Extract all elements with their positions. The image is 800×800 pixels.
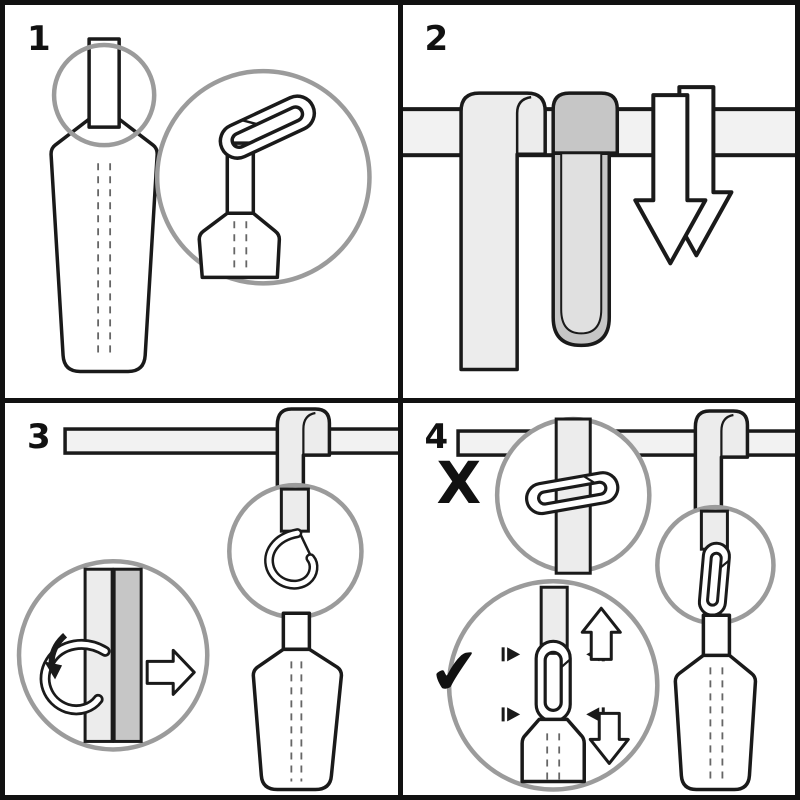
strap-body bbox=[49, 37, 159, 374]
stitch-lines bbox=[97, 163, 112, 356]
magnified-stitch-lines bbox=[233, 221, 248, 274]
panel-step-3: 3 bbox=[5, 402, 398, 795]
step-number: 2 bbox=[424, 19, 449, 59]
panel-step-4: 4 X ✔ bbox=[402, 402, 795, 795]
strap-fold-line bbox=[515, 95, 531, 155]
step-number: 4 bbox=[424, 416, 449, 457]
step-3-illustration bbox=[16, 406, 398, 791]
curtain-rod bbox=[63, 426, 398, 455]
snap-hook-sideways-icon bbox=[524, 470, 619, 515]
strap-body bbox=[673, 613, 757, 791]
step-number: 3 bbox=[27, 416, 51, 457]
step-number: 1 bbox=[27, 19, 51, 59]
magnified-strap bbox=[279, 487, 310, 533]
through-arrow-icon bbox=[145, 648, 196, 696]
strap-loop-inner bbox=[559, 152, 602, 335]
strap-fold-line bbox=[302, 411, 316, 455]
step-4-illustration bbox=[446, 408, 795, 792]
step-1-illustration bbox=[49, 37, 372, 374]
panel-step-2: 2 bbox=[402, 5, 795, 398]
snap-hook-correct-icon bbox=[534, 639, 572, 723]
up-down-arrows-icon bbox=[580, 606, 630, 765]
rotate-arrow-icon bbox=[44, 632, 68, 679]
pull-down-arrows-icon bbox=[632, 85, 733, 266]
rod-strap-loop bbox=[693, 408, 749, 523]
snap-hook-threading-icon bbox=[39, 638, 111, 715]
magnified-strap-bottom bbox=[519, 717, 586, 783]
panel-step-1: 1 bbox=[5, 5, 398, 398]
magnified-strap-back bbox=[112, 567, 143, 743]
step-2-illustration bbox=[402, 85, 795, 372]
wrong-x-mark: X bbox=[436, 448, 482, 517]
snap-hook-icon bbox=[264, 527, 319, 590]
strap-fold-line bbox=[719, 413, 734, 457]
zoom-circle-small bbox=[51, 42, 157, 148]
snap-hook-icon bbox=[218, 94, 317, 160]
strap-body bbox=[251, 611, 344, 791]
strap-over-rod bbox=[458, 91, 547, 372]
check-icon: ✔ bbox=[424, 631, 485, 711]
stitch-lines bbox=[708, 666, 723, 781]
snap-hook-vertical-icon bbox=[697, 541, 731, 617]
